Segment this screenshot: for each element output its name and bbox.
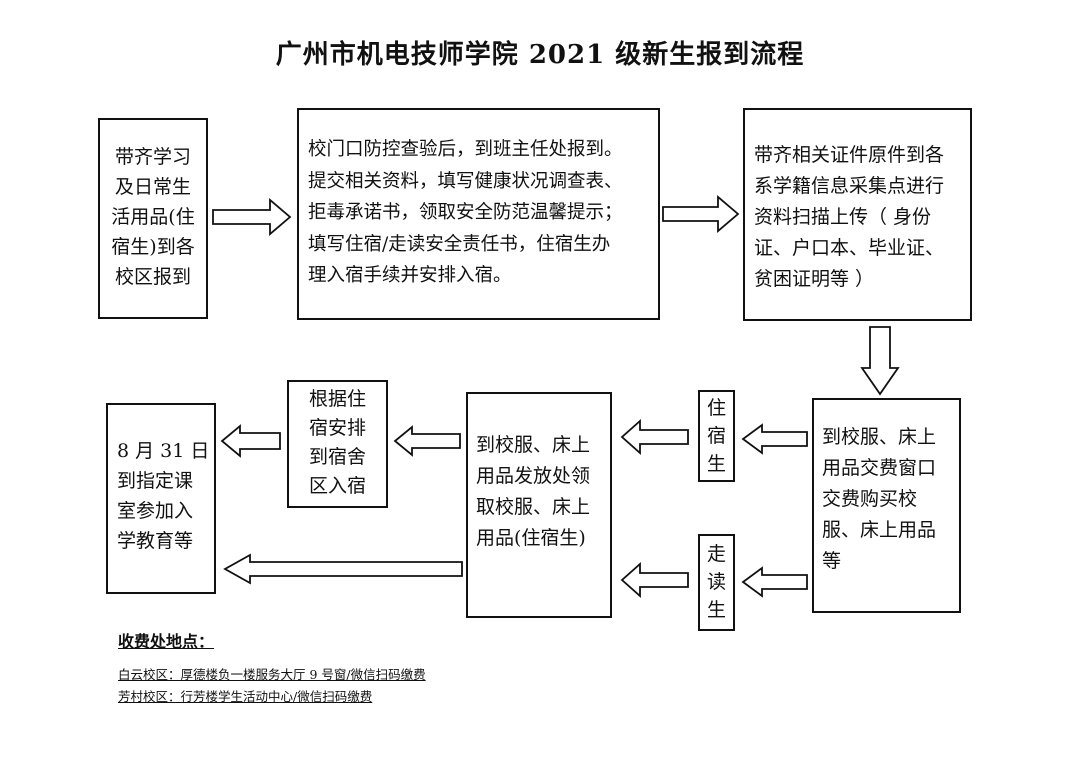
step-education-text: 8 月 31 日 到指定课 室参加入 学教育等	[117, 440, 210, 552]
step-gate-check-box	[297, 108, 660, 320]
arrow-right-2	[662, 195, 740, 233]
step-dorm-box	[287, 380, 388, 508]
arrow-left-to-collect-1	[620, 418, 689, 456]
fee-location-baiyun: 白云校区：厚德楼负一楼服务大厅 9 号窗/微信扫码缴费	[118, 667, 426, 682]
page-title: 广州市机电技师学院 2021 级新生报到流程	[275, 40, 805, 70]
boarder-label-box	[698, 390, 735, 482]
arrow-left-to-boarder	[741, 423, 808, 455]
day-student-label: 走 读 生	[706, 543, 726, 621]
step-payment-box	[812, 398, 961, 613]
step-education-box	[106, 403, 216, 594]
boarder-label: 住 宿 生	[706, 397, 726, 475]
step-dorm-text: 根据住 宿安排 到宿舍 区入宿	[308, 388, 366, 497]
arrow-left-to-day-student	[741, 566, 808, 598]
step-payment-text: 到校服、床上 用品交费窗口 交费购买校 服、床上用品 等	[822, 426, 937, 572]
arrow-left-to-dorm	[393, 425, 461, 457]
step-bring-items-text: 带齐学习 及日常生 活用品(住 宿生)到各 校区报到	[111, 146, 195, 288]
step-documents-text: 带齐相关证件原件到各 系学籍信息采集点进行 资料扫描上传（ 身份 证、户口本、毕…	[754, 144, 945, 290]
arrow-down	[860, 326, 900, 396]
step-documents-box	[743, 108, 972, 321]
step-bring-items-box	[98, 118, 208, 319]
arrow-left-to-education-1	[220, 424, 281, 458]
fee-location-heading: 收费处地点：	[118, 632, 215, 651]
step-collect-text: 到校服、床上 用品发放处领 取校服、床上 用品(住宿生)	[476, 434, 591, 549]
arrow-left-to-education-2	[223, 553, 463, 585]
step-collect-box	[466, 392, 612, 618]
step-gate-check-text: 校门口防控查验后，到班主任处报到。 提交相关资料，填写健康状况调查表、 拒毒承诺…	[308, 139, 623, 286]
arrow-right-1	[212, 198, 292, 236]
day-student-label-box	[698, 534, 735, 631]
fee-location-fangcun: 芳村校区：行芳楼学生活动中心/微信扫码缴费	[118, 689, 373, 704]
arrow-left-to-collect-2	[620, 561, 689, 599]
